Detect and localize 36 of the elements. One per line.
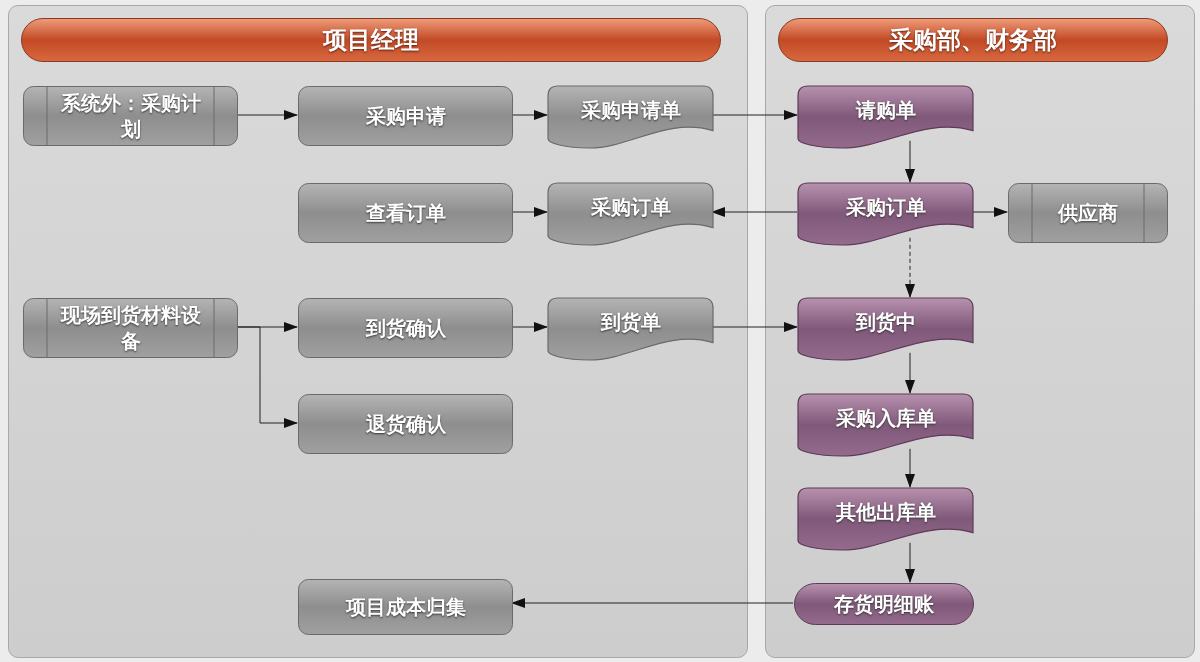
arrow xyxy=(511,110,548,120)
document-shape: 其他出库单 xyxy=(798,488,973,550)
arrow xyxy=(511,598,794,608)
predefined-process-box: 现场到货材料设备 xyxy=(23,298,238,358)
document-shape: 到货单 xyxy=(548,298,713,360)
document-shape: 采购申请单 xyxy=(548,86,713,148)
lane-header: 采购部、财务部 xyxy=(778,18,1168,62)
process-box: 到货确认 xyxy=(298,298,513,358)
predefined-process-box: 供应商 xyxy=(1008,183,1168,243)
process-box: 查看订单 xyxy=(298,183,513,243)
arrow xyxy=(236,110,298,120)
arrow xyxy=(711,207,798,217)
arrow xyxy=(711,322,798,332)
lane-header: 项目经理 xyxy=(21,18,721,62)
document-shape: 请购单 xyxy=(798,86,973,148)
arrow xyxy=(711,110,798,120)
document-shape: 采购订单 xyxy=(798,183,973,245)
arrow xyxy=(905,542,915,583)
predefined-process-box: 系统外：采购计划 xyxy=(23,86,238,146)
process-box: 项目成本归集 xyxy=(298,579,513,635)
document-shape: 到货中 xyxy=(798,298,973,360)
process-box: 采购申请 xyxy=(298,86,513,146)
arrow xyxy=(511,322,548,332)
process-box: 退货确认 xyxy=(298,394,513,454)
document-shape: 采购入库单 xyxy=(798,394,973,456)
terminal-shape: 存货明细账 xyxy=(794,583,974,625)
arrow xyxy=(905,352,915,394)
arrow xyxy=(511,207,548,217)
arrow xyxy=(236,326,298,428)
arrow xyxy=(905,237,915,298)
arrow xyxy=(905,448,915,488)
arrow xyxy=(905,140,915,183)
swimlane-panel xyxy=(765,5,1195,658)
arrow xyxy=(971,207,1008,217)
document-shape: 采购订单 xyxy=(548,183,713,245)
swimlane-panel xyxy=(8,5,748,658)
